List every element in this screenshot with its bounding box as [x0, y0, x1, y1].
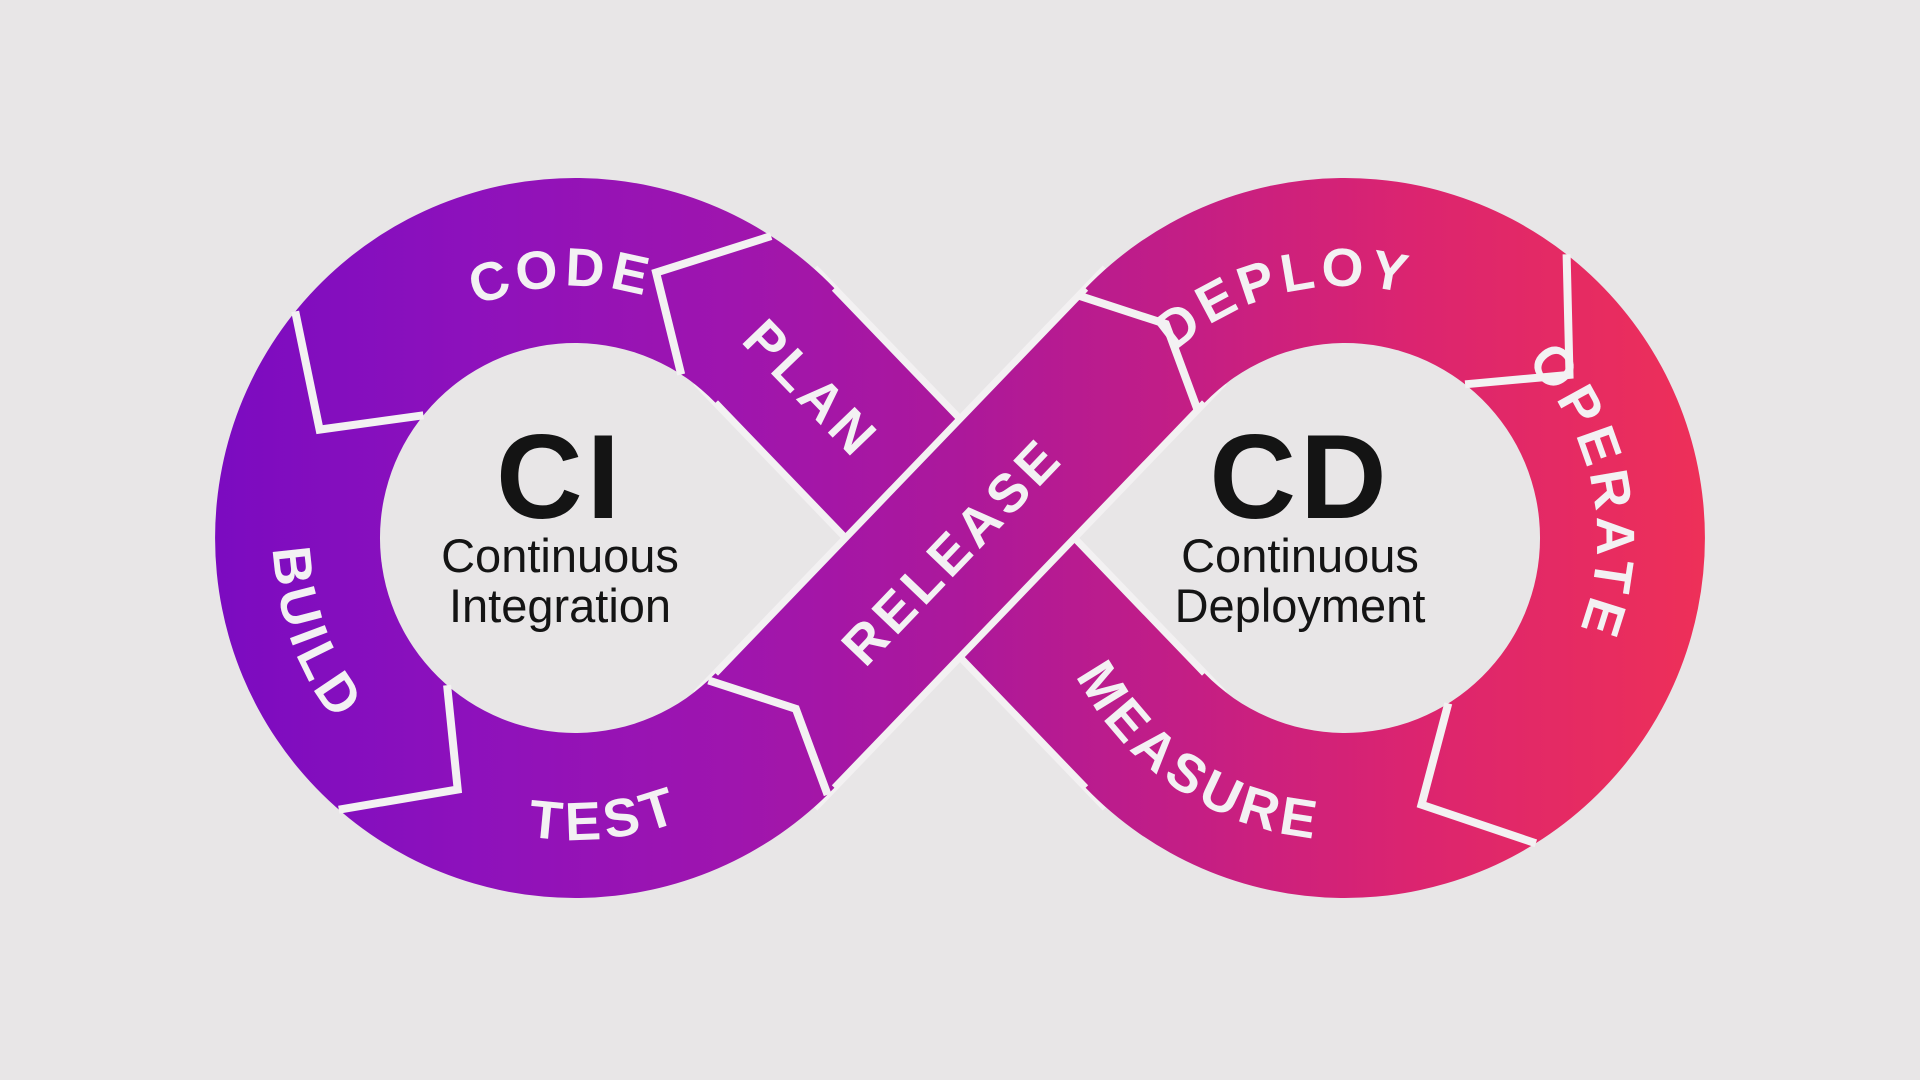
cd-abbreviation: CD [1209, 410, 1390, 544]
cd-subtitle-line1: Continuous [1181, 529, 1419, 582]
ci-center-block: CI Continuous Integration [441, 410, 679, 632]
cd-loop-ring [1085, 178, 1705, 899]
chevron-release-deploy [1077, 291, 1202, 412]
ci-subtitle-line2: Integration [449, 579, 671, 632]
chevron-operate-measure [1416, 702, 1538, 848]
chevron-build-test [338, 684, 463, 814]
cd-subtitle-line2: Deployment [1175, 579, 1426, 632]
chevron-deploy-operate [1464, 254, 1574, 389]
chevron-test-release [707, 676, 832, 797]
chevron-plan-code [651, 232, 773, 376]
cd-center-block: CD Continuous Deployment [1175, 410, 1426, 632]
ci-abbreviation: CI [496, 410, 624, 544]
ci-subtitle-line1: Continuous [441, 529, 679, 582]
chevron-code-build [291, 310, 424, 435]
